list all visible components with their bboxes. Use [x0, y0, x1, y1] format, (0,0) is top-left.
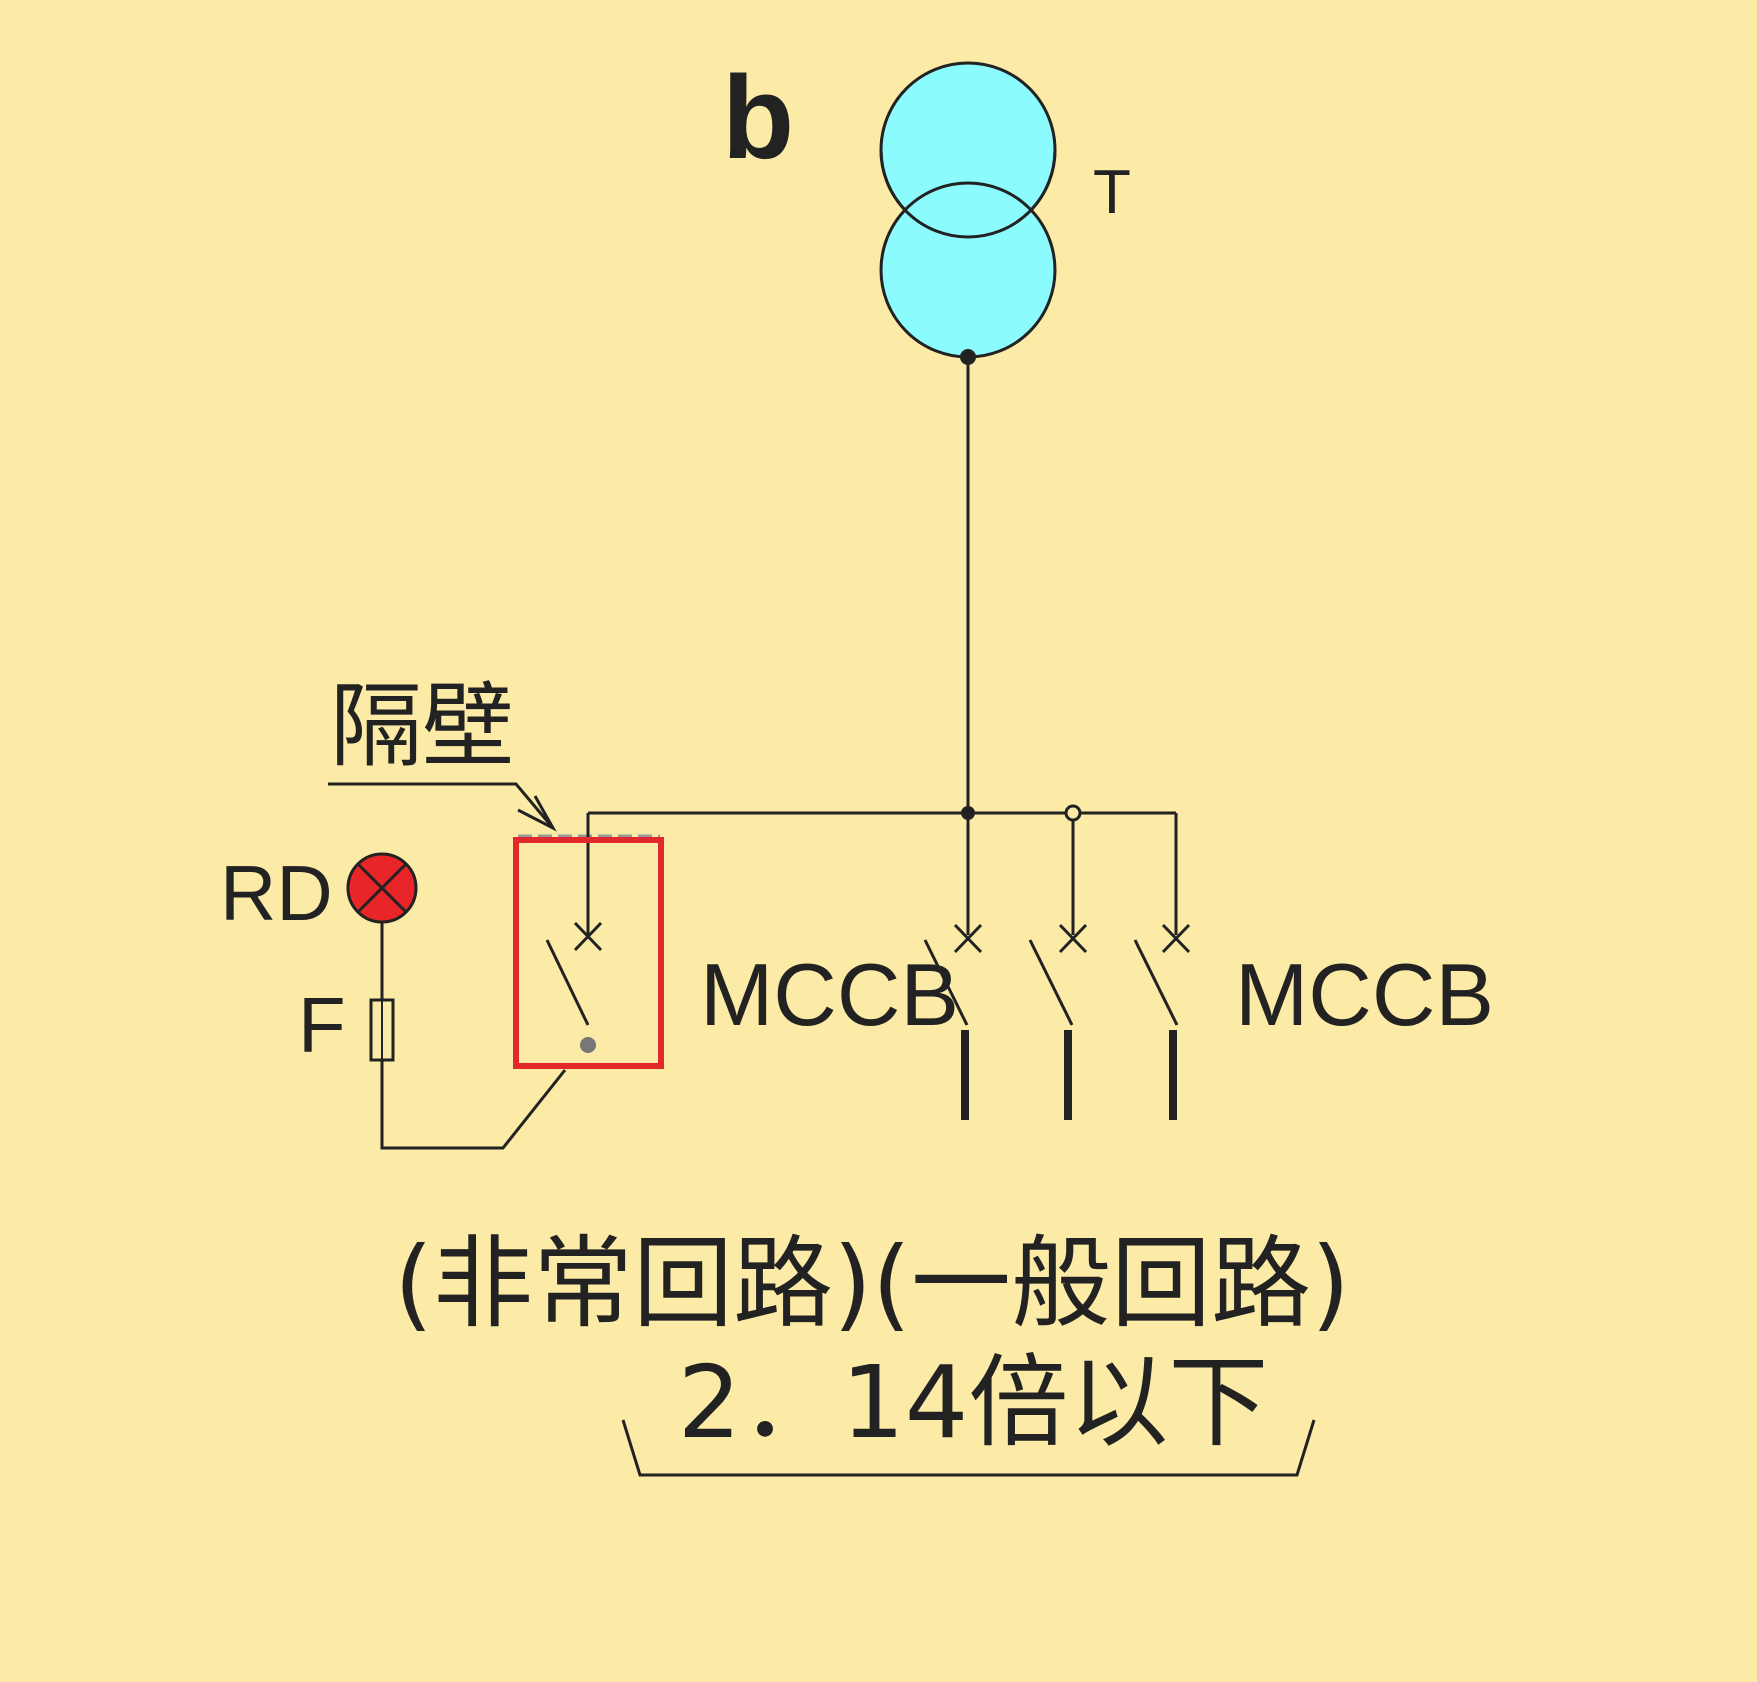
- transformer-label: T: [1093, 158, 1131, 227]
- general-breaker-3: [1133, 813, 1191, 1120]
- bus-junction-node: [961, 806, 975, 820]
- partition-highlight-box: [513, 837, 664, 1069]
- general-breaker-1: [923, 815, 983, 1120]
- circuit-caption: (非常回路)(一般回路): [394, 1225, 1350, 1342]
- transformer-secondary-coil: [879, 181, 1057, 359]
- transformer-overlap-arc: [879, 149, 1057, 239]
- emergency-load-wire: [380, 1060, 567, 1150]
- partition-leader-line: [328, 782, 555, 829]
- mccb-label-left: MCCB: [700, 945, 959, 1044]
- panel-letter: b: [722, 52, 794, 184]
- emergency-breaker: [545, 813, 603, 1053]
- fuse-label: F: [298, 981, 346, 1069]
- partition-arrow-head: [517, 795, 557, 832]
- mccb-label-right: MCCB: [1235, 945, 1494, 1044]
- partition-label: 隔壁: [330, 673, 514, 780]
- bus-junction-open-node: [1064, 804, 1082, 822]
- general-breaker-2: [1028, 820, 1088, 1120]
- lamp-label: RD: [220, 849, 333, 937]
- red-lamp-icon: [346, 852, 418, 924]
- ratio-bracket: [621, 1419, 1316, 1477]
- ratio-caption: 2．14倍以下: [678, 1344, 1269, 1461]
- transformer-symbol: [879, 61, 1057, 365]
